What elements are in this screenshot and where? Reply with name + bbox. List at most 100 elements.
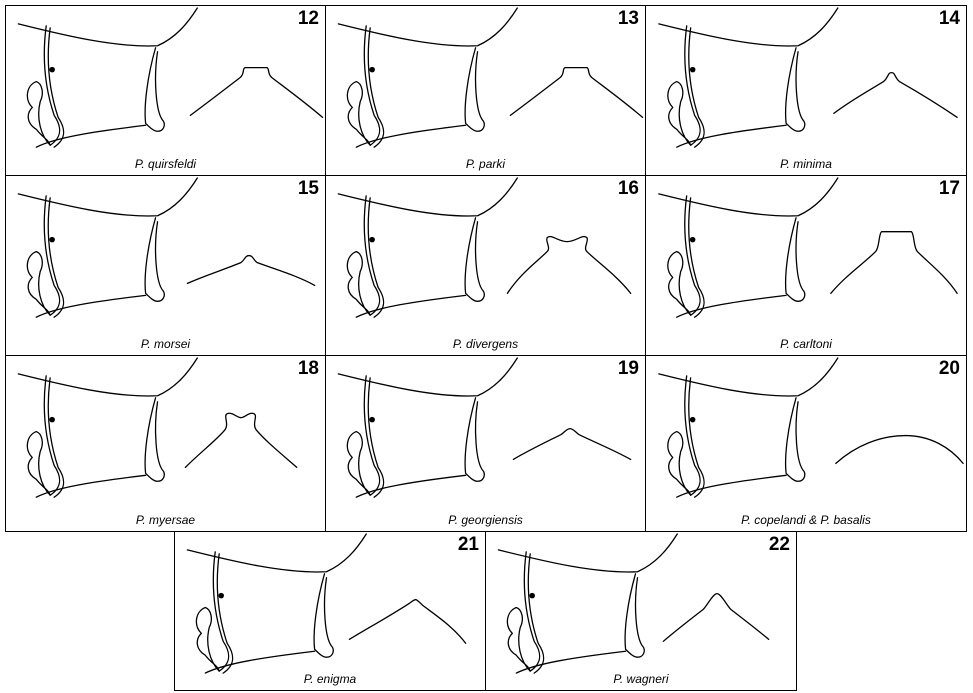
predorsal-profile [187, 256, 314, 286]
head-outline [18, 358, 197, 497]
head-illustration [6, 6, 325, 175]
panel-number: 16 [618, 178, 639, 200]
eye-dot [690, 417, 696, 423]
operculum-line [314, 574, 333, 657]
panel-number: 12 [298, 8, 319, 30]
head-illustration [646, 176, 966, 355]
species-label: P. myersae [6, 513, 325, 527]
panel-14: 14 P. minima [645, 5, 967, 176]
preopercle-line [364, 196, 379, 315]
head-illustration [486, 532, 796, 690]
head-outline [338, 178, 517, 317]
head-illustration [326, 6, 645, 175]
panel-number: 21 [458, 534, 479, 556]
species-label: P. divergens [326, 337, 645, 351]
preopercle-line-inner [689, 198, 704, 317]
preopercle-line-inner [217, 554, 232, 673]
preopercle-line-inner [368, 198, 383, 317]
preopercle-line [364, 26, 379, 145]
panel-number: 17 [939, 178, 960, 200]
predorsal-profile [834, 73, 957, 118]
preopercle-line-inner [48, 198, 63, 317]
head-outline [187, 534, 366, 673]
predorsal-profile [836, 436, 963, 464]
preopercle-line-inner [368, 28, 383, 147]
preopercle-line-inner [48, 28, 63, 147]
head-illustration [6, 356, 325, 531]
lip-outline [668, 82, 691, 146]
species-label: P. georgiensis [326, 513, 645, 527]
panel-20: 20 P. copelandi & P. basalis [645, 355, 967, 532]
operculum-line [145, 218, 164, 302]
preopercle-line [685, 26, 700, 145]
operculum-line [786, 398, 805, 482]
preopercle-line [213, 552, 228, 671]
panel-15: 15 P. morsei [5, 175, 326, 356]
head-outline [338, 8, 517, 147]
predorsal-profile [510, 68, 642, 118]
preopercle-line [44, 376, 59, 495]
panel-12: 12 P. quirsfeldi [5, 5, 326, 176]
head-outline [498, 534, 677, 673]
eye-dot [49, 417, 55, 423]
head-outline [18, 178, 197, 317]
lip-outline [27, 252, 50, 316]
panel-18: 18 P. myersae [5, 355, 326, 532]
species-label: P. copelandi & P. basalis [646, 513, 966, 527]
panel-19: 19 P. georgiensis [325, 355, 646, 532]
operculum-line [145, 48, 164, 132]
head-outline [659, 8, 838, 147]
predorsal-profile [663, 594, 768, 642]
species-label: P. morsei [6, 337, 325, 351]
panel-number: 22 [769, 534, 790, 556]
preopercle-line [685, 196, 700, 315]
preopercle-line [364, 376, 379, 495]
operculum-line [625, 574, 644, 657]
eye-dot [369, 417, 375, 423]
eye-dot [529, 593, 535, 599]
panel-16: 16 P. divergens [325, 175, 646, 356]
operculum-line [786, 48, 805, 132]
species-label: P. parki [326, 157, 645, 171]
lip-outline [347, 82, 370, 146]
eye-dot [690, 237, 696, 243]
head-illustration [175, 532, 485, 690]
panel-21: 21 P. enigma [174, 531, 486, 691]
head-illustration [6, 176, 325, 355]
panel-number: 13 [618, 8, 639, 30]
head-illustration [326, 356, 645, 531]
preopercle-line-inner [689, 378, 704, 497]
panel-number: 14 [939, 8, 960, 30]
panel-22: 22 P. wagneri [485, 531, 797, 691]
eye-dot [218, 593, 224, 599]
head-illustration [646, 6, 966, 175]
predorsal-profile [831, 232, 957, 294]
predorsal-profile [185, 413, 296, 467]
operculum-line [786, 218, 805, 302]
head-illustration [646, 356, 966, 531]
predorsal-profile [349, 600, 465, 644]
operculum-line [465, 398, 484, 482]
panel-number: 18 [298, 358, 319, 380]
predorsal-profile [190, 68, 322, 118]
eye-dot [49, 67, 55, 73]
panel-number: 19 [618, 358, 639, 380]
panel-number: 20 [939, 358, 960, 380]
lip-outline [347, 252, 370, 316]
head-outline [18, 8, 197, 147]
lip-outline [668, 252, 691, 316]
operculum-line [145, 398, 164, 482]
species-label: P. carltoni [646, 337, 966, 351]
panel-17: 17 P. carltoni [645, 175, 967, 356]
preopercle-line [44, 26, 59, 145]
head-outline [659, 178, 838, 317]
preopercle-line [524, 552, 539, 671]
panel-13: 13 P. parki [325, 5, 646, 176]
head-outline [659, 358, 838, 497]
preopercle-line-inner [48, 378, 63, 497]
eye-dot [369, 67, 375, 73]
predorsal-profile [507, 237, 630, 294]
preopercle-line-inner [689, 28, 704, 147]
eye-dot [690, 67, 696, 73]
